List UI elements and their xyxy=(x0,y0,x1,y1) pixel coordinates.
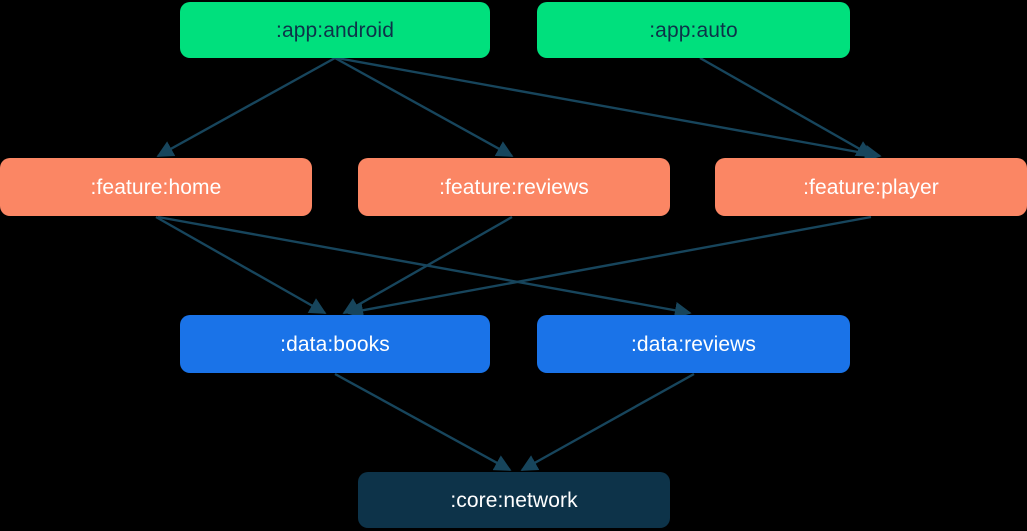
graph-edge-app-android-to-feature-player xyxy=(336,56,882,162)
graph-edge-feature-reviews-to-data-books xyxy=(342,215,513,315)
graph-edge-feature-player-to-data-books xyxy=(346,215,872,319)
graph-node-feature-player[interactable]: :feature:player xyxy=(715,158,1027,216)
graph-node-app-auto[interactable]: :app:auto xyxy=(537,2,850,58)
graph-edge-app-android-to-feature-home xyxy=(156,56,336,158)
graph-edge-data-books-to-core-network xyxy=(334,372,512,472)
graph-node-label: :app:auto xyxy=(649,18,738,42)
graph-edge-data-reviews-to-core-network xyxy=(520,372,695,472)
graph-node-feature-home[interactable]: :feature:home xyxy=(0,158,312,216)
graph-node-label: :feature:reviews xyxy=(439,175,589,199)
graph-node-label: :app:android xyxy=(276,18,394,42)
graph-edge-app-auto-to-feature-player xyxy=(699,56,874,158)
graph-edge-feature-home-to-data-books xyxy=(155,215,327,315)
graph-edge-app-android-to-feature-reviews xyxy=(334,56,514,158)
graph-node-core-network[interactable]: :core:network xyxy=(358,472,670,528)
graph-node-data-reviews[interactable]: :data:reviews xyxy=(537,315,850,373)
graph-node-label: :data:books xyxy=(280,332,390,356)
graph-node-app-android[interactable]: :app:android xyxy=(180,2,490,58)
graph-node-label: :data:reviews xyxy=(630,332,757,356)
graph-node-label: :feature:home xyxy=(90,175,222,199)
graph-edge-feature-home-to-data-reviews xyxy=(157,215,692,319)
graph-node-feature-reviews[interactable]: :feature:reviews xyxy=(358,158,670,216)
graph-node-data-books[interactable]: :data:books xyxy=(180,315,490,373)
graph-node-label: :core:network xyxy=(450,488,578,512)
graph-node-label: :feature:player xyxy=(803,175,939,199)
